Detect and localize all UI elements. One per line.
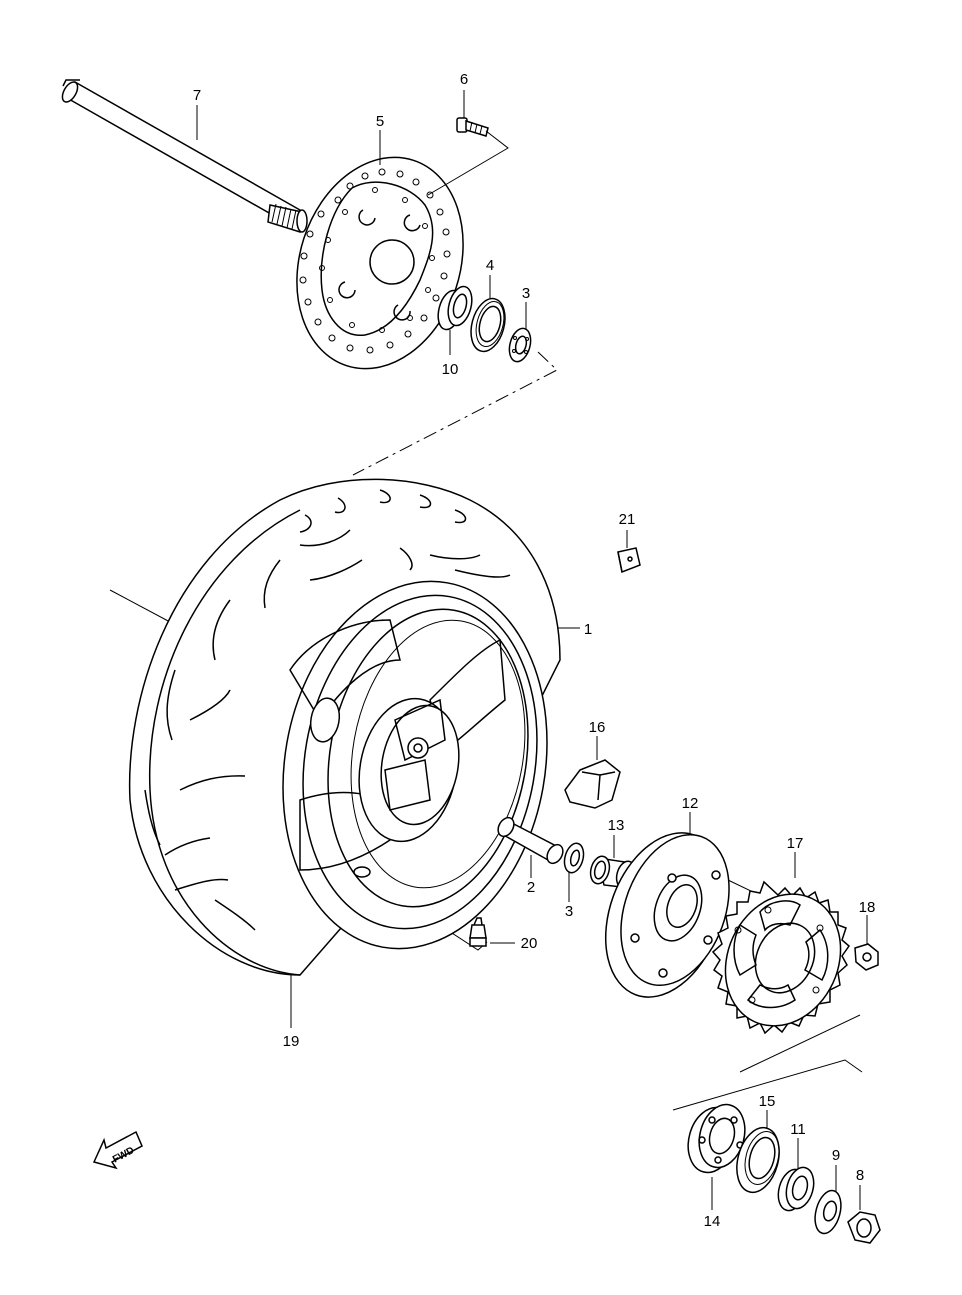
brake-disc[interactable] (271, 136, 490, 391)
callout-14: 14 (704, 1213, 721, 1230)
callout-11: 11 (790, 1121, 806, 1138)
oil-seal-15[interactable] (730, 1123, 786, 1197)
sprocket-drum[interactable] (584, 816, 748, 1013)
oil-seal-4[interactable] (466, 295, 511, 355)
callout-19: 19 (283, 1033, 300, 1050)
sprocket-nut-18[interactable] (854, 943, 879, 971)
bearing-3-upper[interactable] (506, 326, 534, 364)
reflector-21[interactable] (617, 547, 641, 574)
callout-3-upper: 3 (522, 285, 530, 302)
callout-12: 12 (682, 795, 699, 812)
callout-20: 20 (521, 935, 538, 952)
bearing-3-lower[interactable] (561, 841, 586, 875)
callout-5: 5 (376, 113, 384, 130)
callout-1: 1 (584, 621, 592, 638)
callout-17: 17 (787, 835, 804, 852)
cush-damper[interactable] (564, 759, 621, 809)
spacer-10[interactable] (434, 284, 476, 332)
axle-nut-8[interactable] (847, 1211, 881, 1244)
callout-labels: 1 2 3 3 4 5 6 7 8 9 10 11 12 13 14 15 16… (193, 71, 876, 1230)
disc-bolt[interactable] (456, 117, 489, 137)
callout-15: 15 (759, 1093, 776, 1110)
wheel-spacer[interactable] (495, 815, 566, 866)
air-valve[interactable] (469, 917, 487, 947)
callout-2: 2 (527, 879, 535, 896)
callout-13: 13 (608, 817, 625, 834)
callout-3-lower: 3 (565, 903, 573, 920)
rear-wheel[interactable] (255, 560, 575, 970)
callout-16: 16 (589, 719, 606, 736)
callout-21: 21 (619, 511, 636, 528)
rear-axle[interactable] (59, 79, 308, 233)
callout-9: 9 (832, 1147, 840, 1164)
rear-sprocket[interactable] (704, 875, 861, 1045)
callout-10: 10 (442, 361, 459, 378)
bearing-14[interactable] (681, 1099, 751, 1177)
callout-7: 7 (193, 87, 201, 104)
fwd-arrow-icon: FWD (92, 1130, 143, 1170)
callout-8: 8 (856, 1167, 864, 1184)
spacer-11[interactable] (774, 1164, 818, 1213)
callout-6: 6 (460, 71, 468, 88)
callout-4: 4 (486, 257, 494, 274)
callout-18: 18 (859, 899, 876, 916)
washer-9[interactable] (811, 1188, 846, 1237)
